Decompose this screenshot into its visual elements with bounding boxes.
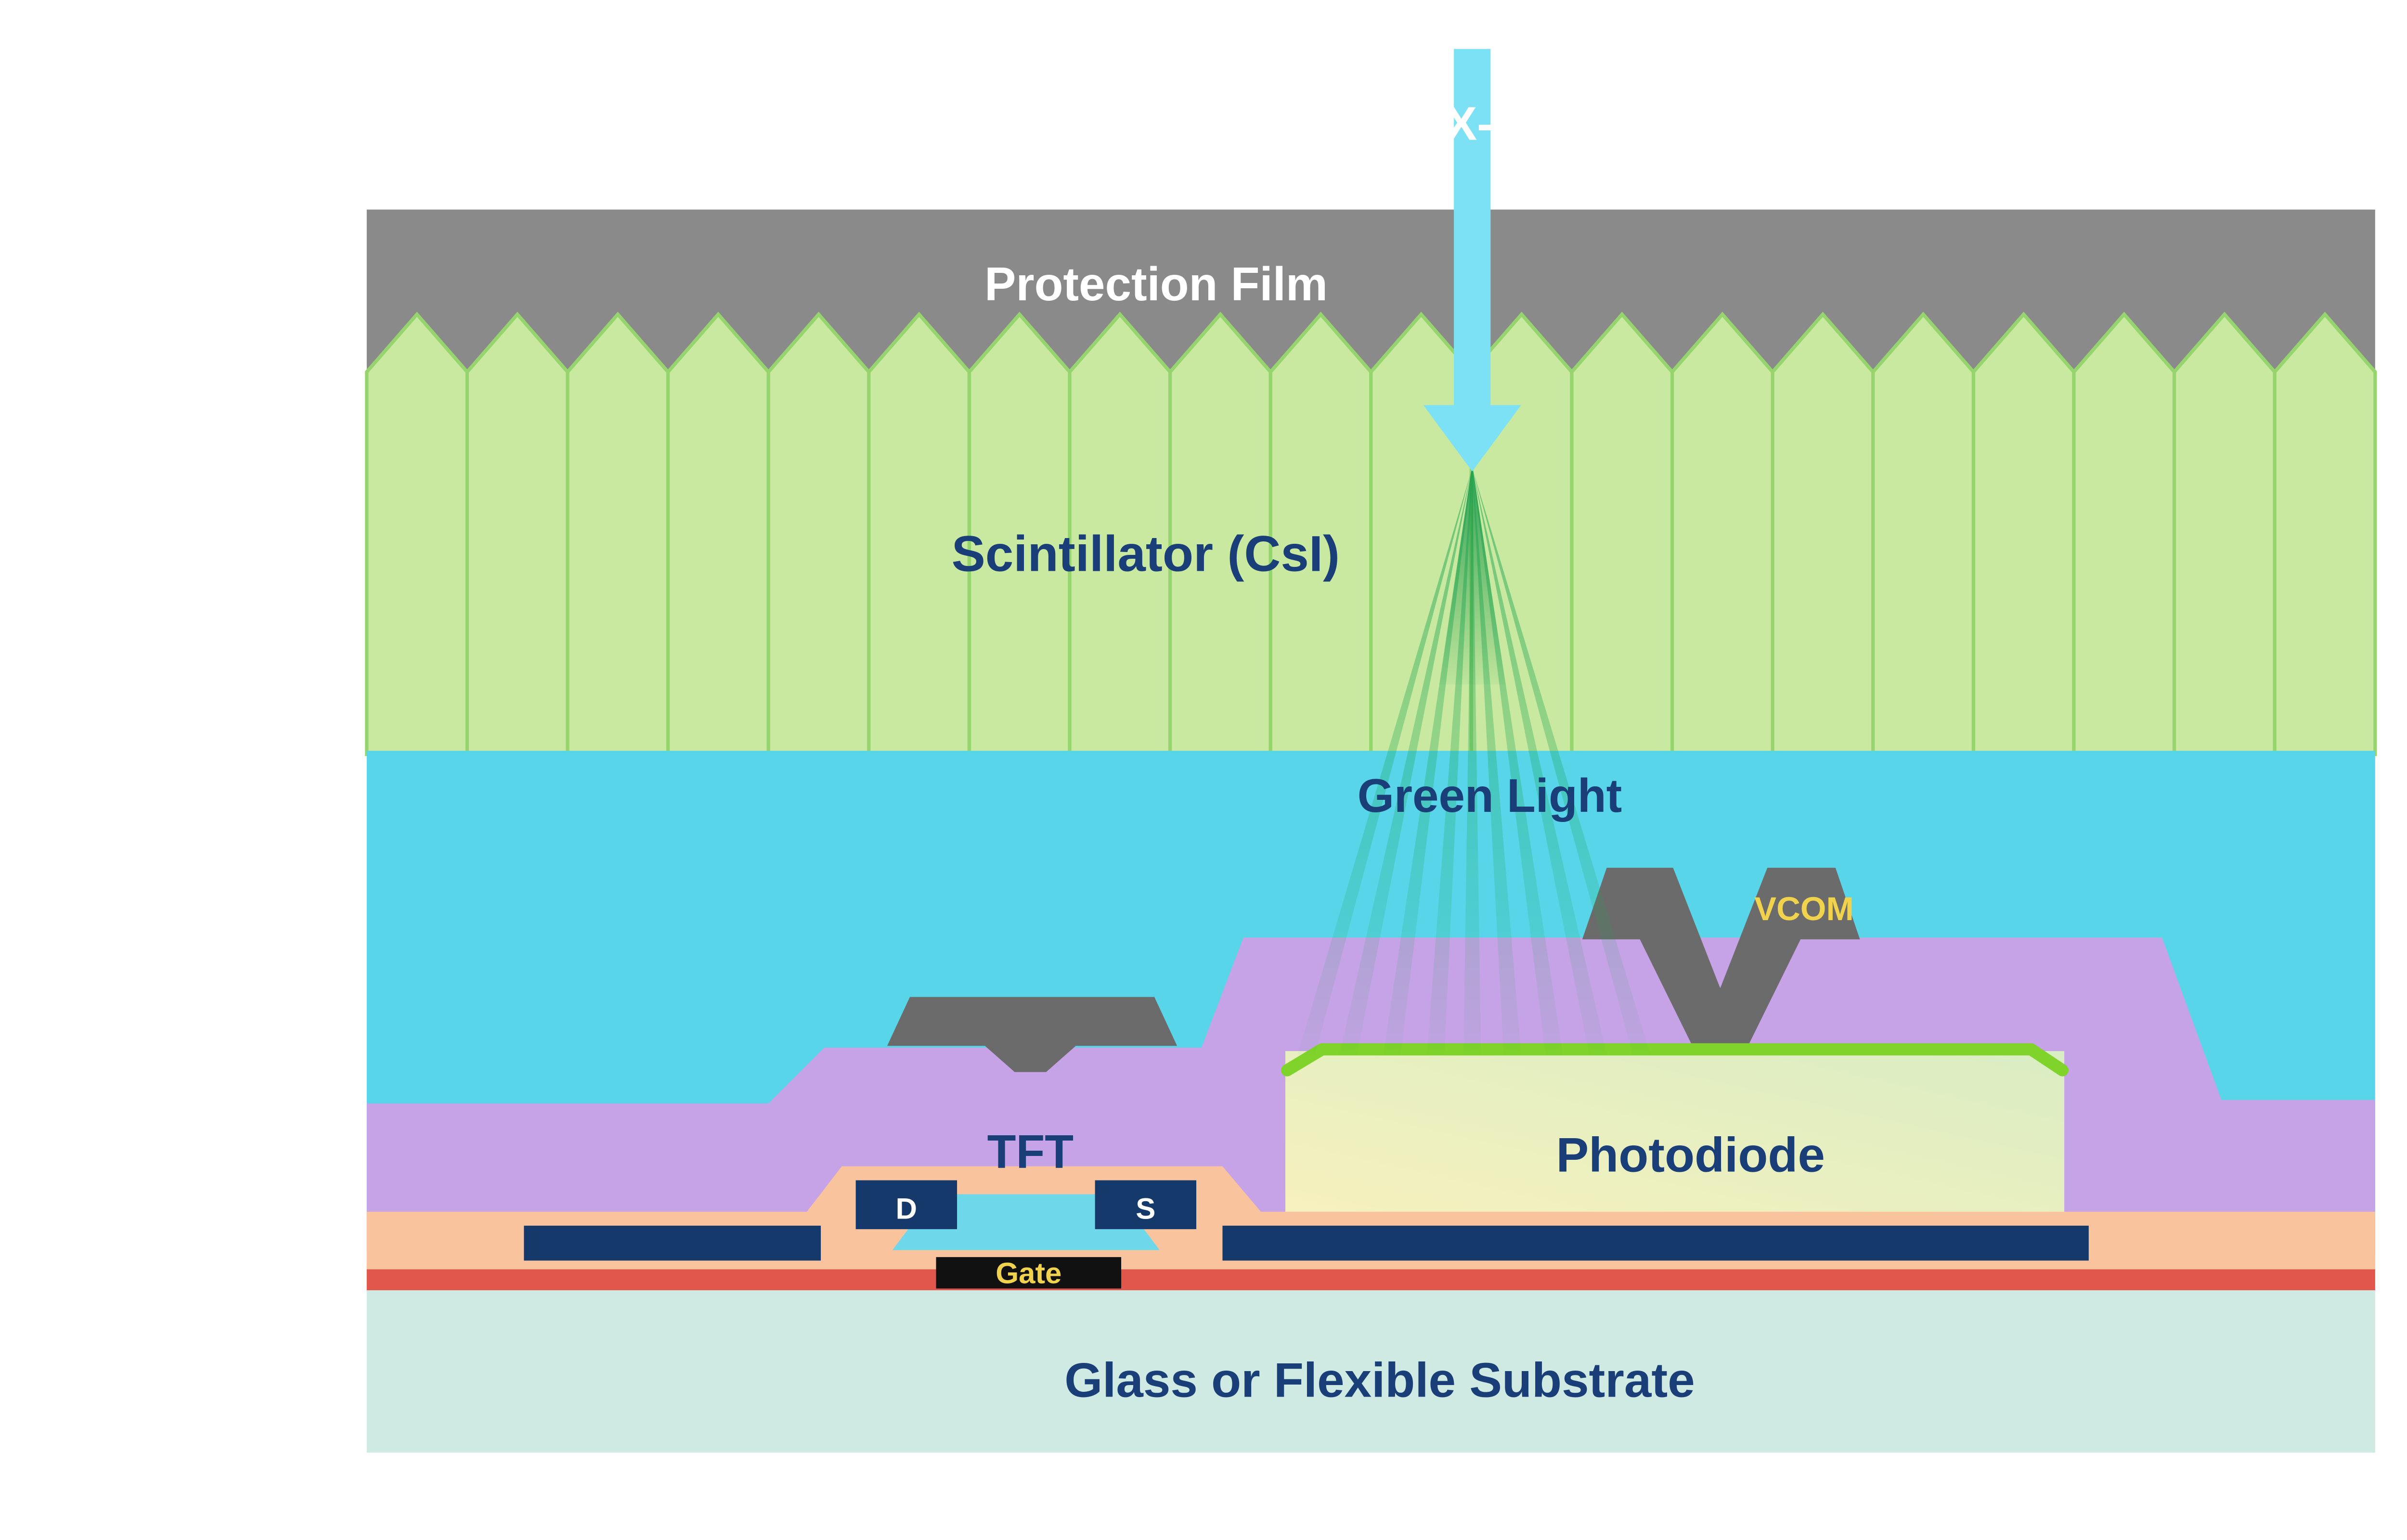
metal-shield-icon <box>887 997 1178 1072</box>
green-light-label: Green Light <box>1358 769 1622 822</box>
scintillator-label: Scintillator (CsI) <box>952 526 1340 582</box>
scintillator-column <box>566 311 670 756</box>
gate-label: Gate <box>996 1257 1061 1290</box>
scintillator-columns <box>365 311 2377 756</box>
scintillator-column <box>465 311 569 756</box>
protection-film-layer <box>366 209 2375 377</box>
substrate-label: Glass or Flexible Substrate <box>1064 1352 1695 1407</box>
drain-electrode <box>855 1180 958 1230</box>
barrier-layer <box>366 1269 2375 1291</box>
scintillator-column <box>1871 311 1976 756</box>
channel-layer <box>892 1194 1160 1250</box>
green-light-ray <box>1472 468 1521 1055</box>
data-line-metal <box>1222 1225 2089 1261</box>
scintillator-column <box>365 311 469 756</box>
scintillator-column <box>1570 311 1674 756</box>
xray-arrow-head <box>1423 405 1521 472</box>
scintillator-column <box>2273 311 2377 756</box>
xray-arrow-icon <box>1423 49 1521 472</box>
green-light-ray <box>1463 468 1481 1055</box>
drain-label: D <box>896 1192 918 1225</box>
source-electrode <box>1095 1180 1197 1230</box>
scintillator-column <box>666 311 770 756</box>
photodiode-top-contact <box>1281 1043 2069 1077</box>
green-light-ray <box>1426 468 1473 1055</box>
xray-label: X-Ray <box>1446 97 1579 150</box>
green-light-ray <box>1339 468 1473 1055</box>
scintillator-column <box>2172 311 2277 756</box>
gate-electrode <box>936 1257 1122 1289</box>
gate-line-metal <box>524 1225 821 1261</box>
scintillator-column <box>1971 311 2076 756</box>
scintillator-column <box>2072 311 2176 756</box>
photodiode-body <box>1285 1051 2065 1226</box>
scintillator-column <box>1771 311 1875 756</box>
vcom-electrode <box>1582 868 1860 1060</box>
scintillator-column <box>1670 311 1774 756</box>
photodiode-label: Photodiode <box>1556 1127 1825 1182</box>
source-label: S <box>1136 1192 1155 1225</box>
green-light-ray <box>1472 468 1651 1055</box>
scintillator-column <box>766 311 871 756</box>
protection-film-label: Protection Film <box>984 257 1328 310</box>
substrate-layer <box>366 1290 2375 1453</box>
green-light-ray <box>1472 468 1607 1055</box>
green-light-ray <box>1472 468 1563 1055</box>
vcom-label: VCOM <box>1754 890 1854 927</box>
xray-arrow-shaft <box>1454 49 1491 405</box>
tft-label: TFT <box>987 1125 1074 1178</box>
